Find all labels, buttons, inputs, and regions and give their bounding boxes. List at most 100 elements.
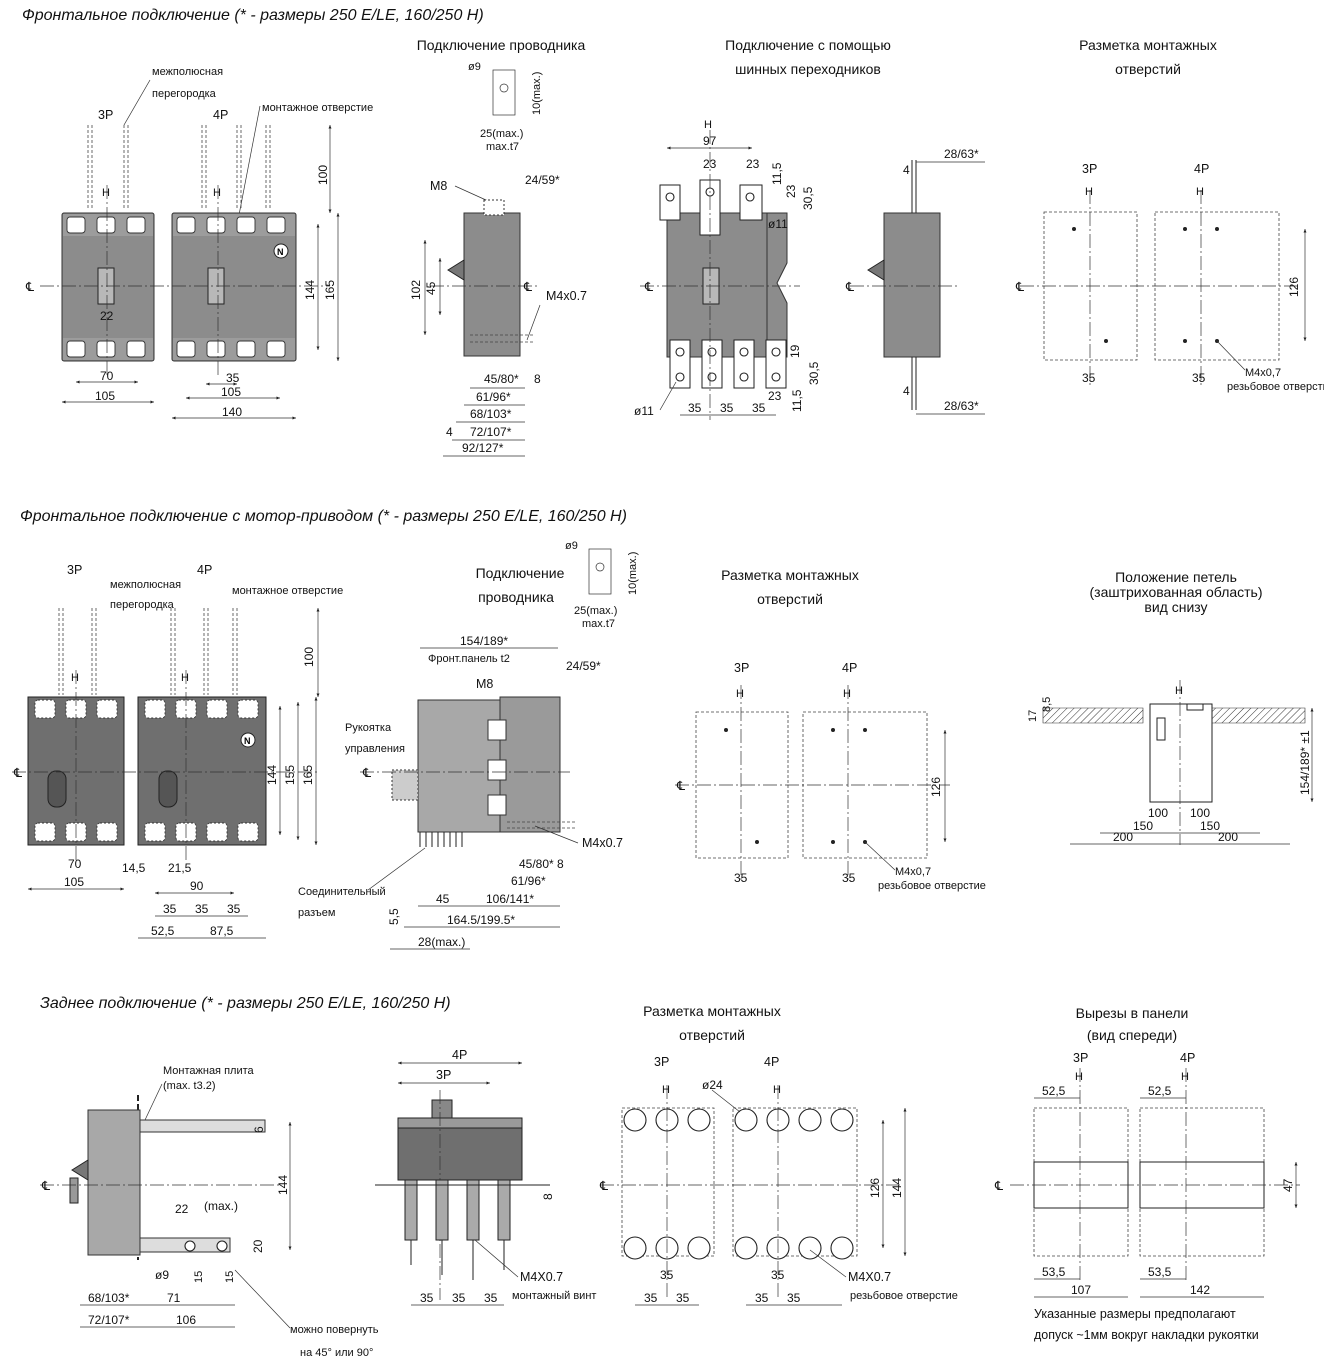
svg-text:24/59*: 24/59* [525,173,560,187]
svg-text:105: 105 [64,875,84,889]
svg-text:105: 105 [95,389,115,403]
svg-text:165: 165 [323,280,337,300]
svg-text:Подключение: Подключение [476,565,565,581]
svg-text:35: 35 [660,1268,674,1282]
svg-text:70: 70 [100,369,114,383]
svg-text:Разметка монтажных: Разметка монтажных [643,1003,781,1019]
svg-text:8: 8 [534,372,541,386]
svg-text:14,5: 14,5 [122,861,146,875]
svg-text:35: 35 [752,401,766,415]
svg-text:Фронт.панель t2: Фронт.панель t2 [428,653,510,665]
svg-text:35: 35 [1192,371,1206,385]
svg-text:22: 22 [175,1202,189,1216]
svg-text:проводника: проводника [478,589,554,605]
svg-text:15: 15 [224,1271,236,1283]
svg-text:24/59*: 24/59* [566,659,601,673]
svg-text:35: 35 [755,1291,769,1305]
svg-text:управления: управления [345,743,405,755]
svg-text:35: 35 [452,1291,466,1305]
svg-text:87,5: 87,5 [210,924,234,938]
svg-text:35: 35 [676,1291,690,1305]
svg-text:резьбовое отверстие: резьбовое отверстие [850,1290,958,1302]
s1-bus-side-view: ℄ 4 28/63* 4 28/63* [845,147,985,415]
svg-text:72/107*: 72/107* [88,1313,130,1327]
s1-front-view: 3P 4P межполюсная перегородка монтажное … [25,66,373,420]
svg-text:106/141*: 106/141* [486,892,534,906]
s1-side-view: Подключение проводника ø9 10(max.) 25(ma… [409,37,587,457]
svg-text:4: 4 [903,163,910,177]
svg-text:Вырезы в панели: Вырезы в панели [1076,1005,1189,1021]
svg-text:142: 142 [1190,1283,1210,1297]
svg-text:монтажный винт: монтажный винт [512,1290,596,1302]
svg-text:126: 126 [929,777,943,797]
svg-text:165: 165 [301,765,315,785]
svg-text:35: 35 [842,871,856,885]
s2-hinge-position: Положение петель (заштрихованная область… [1027,569,1314,845]
svg-text:3P: 3P [436,1068,451,1082]
svg-text:℄: ℄ [845,280,854,294]
svg-text:Подключение проводника: Подключение проводника [417,37,586,53]
svg-text:35: 35 [734,871,748,885]
svg-text:23: 23 [703,157,717,171]
svg-text:35: 35 [1082,371,1096,385]
svg-text:можно повернуть: можно повернуть [290,1324,379,1336]
svg-text:ø24: ø24 [702,1078,723,1092]
svg-text:на 45° или 90°: на 45° или 90° [300,1347,373,1359]
svg-text:144: 144 [265,765,279,785]
svg-text:M4x0.7: M4x0.7 [546,289,587,303]
svg-text:61/96*: 61/96* [511,874,546,888]
svg-text:резьбовое отверстие: резьбовое отверстие [1227,381,1324,393]
svg-text:℄: ℄ [1015,280,1024,294]
svg-text:53,5: 53,5 [1042,1265,1066,1279]
svg-text:Рукоятка: Рукоятка [345,722,392,734]
svg-text:(вид спереди): (вид спереди) [1087,1027,1177,1043]
svg-text:H: H [704,119,712,131]
svg-text:53,5: 53,5 [1148,1265,1172,1279]
svg-text:102: 102 [409,280,423,300]
s3-rear-top-view: 4P 3P 8 M4X0.7 монтажный винт 35 35 35 [375,1048,596,1306]
svg-text:20: 20 [251,1239,265,1253]
svg-text:ø9: ø9 [565,540,578,552]
svg-text:68/103*: 68/103* [470,407,512,421]
svg-text:M4x0,7: M4x0,7 [1245,367,1281,379]
svg-text:8,5: 8,5 [1041,697,1053,712]
svg-text:ø11: ø11 [634,404,654,418]
svg-text:28/63*: 28/63* [944,399,979,413]
svg-text:10(max.): 10(max.) [531,72,543,115]
svg-text:126: 126 [1287,277,1301,297]
svg-text:℄: ℄ [362,766,371,780]
svg-text:(заштрихованная область): (заштрихованная область) [1089,584,1262,600]
svg-text:3P: 3P [654,1055,669,1069]
svg-text:M8: M8 [476,677,493,691]
svg-text:перегородка: перегородка [152,88,217,100]
svg-text:Подключение с помощью: Подключение с помощью [725,37,891,53]
svg-text:52,5: 52,5 [1042,1084,1066,1098]
svg-text:107: 107 [1071,1283,1091,1297]
svg-text:Положение петель: Положение петель [1115,569,1237,585]
svg-text:72/107*: 72/107* [470,425,512,439]
svg-text:4P: 4P [1180,1051,1195,1065]
svg-text:H: H [843,688,851,700]
svg-text:4P: 4P [213,108,228,122]
svg-text:(max. t3.2): (max. t3.2) [163,1080,216,1092]
svg-text:℄: ℄ [599,1179,608,1193]
svg-text:отверстий: отверстий [757,591,823,607]
svg-text:M4X0.7: M4X0.7 [848,1270,891,1284]
svg-text:3P: 3P [67,563,82,577]
svg-text:11,5: 11,5 [790,389,804,412]
svg-text:монтажное отверстие: монтажное отверстие [262,102,373,114]
svg-text:Указанные размеры предполагают: Указанные размеры предполагают [1034,1307,1236,1321]
svg-text:ø9: ø9 [468,61,481,73]
svg-text:23: 23 [784,184,798,198]
svg-text:6: 6 [252,1126,266,1133]
svg-text:35: 35 [163,902,177,916]
svg-text:межполюсная: межполюсная [152,66,223,78]
svg-text:Разметка монтажных: Разметка монтажных [1079,37,1217,53]
svg-text:35: 35 [787,1291,801,1305]
svg-text:8: 8 [557,857,564,871]
svg-text:71: 71 [167,1291,181,1305]
svg-text:45/80*: 45/80* [484,372,519,386]
svg-text:100: 100 [316,165,330,185]
